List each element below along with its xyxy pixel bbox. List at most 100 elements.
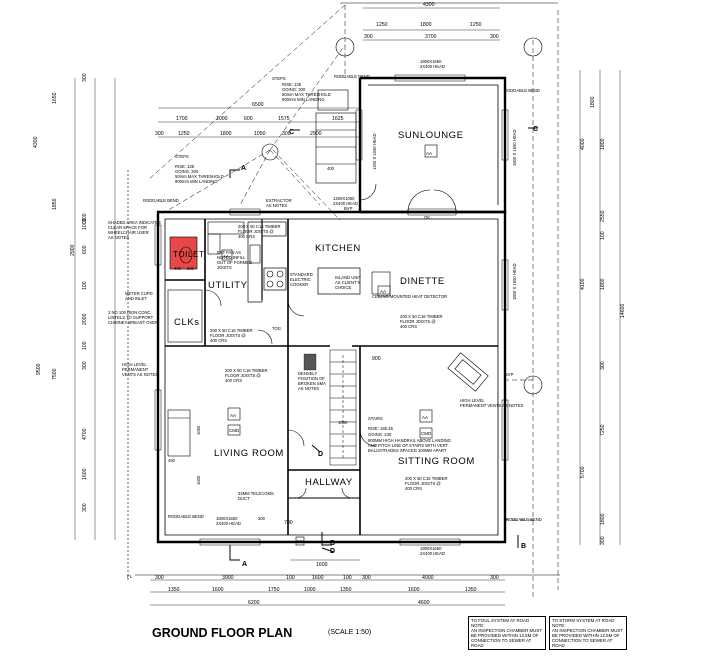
- dim-top-e: 3700: [425, 34, 437, 40]
- note-line: AN INSPECTION CHAMBER MUST: [471, 628, 542, 633]
- dim-left-p: 1600: [82, 468, 88, 480]
- dim-right-b: 4000: [580, 138, 586, 150]
- label-joists-3: 400 CRS: [400, 324, 417, 329]
- dim-left-h: 2900: [70, 244, 76, 256]
- dim-top-j: 1575: [278, 116, 290, 122]
- dim-left-k: 100: [82, 341, 88, 350]
- label-density: BROKEN SMA: [298, 381, 326, 386]
- label-door-head-1: 2X400 HEAD: [420, 64, 445, 69]
- dim-right-h: 14600: [620, 303, 626, 318]
- note-line: NOTE:: [471, 623, 485, 628]
- label-steps-1: STEPS: [272, 76, 286, 81]
- marker-cmd-sitting: CMD: [421, 431, 432, 436]
- dim-right-d: 2550: [600, 210, 606, 222]
- dim-top-650: 6500: [252, 102, 264, 108]
- label-meter: METER CUPD: [125, 291, 153, 296]
- label-shaded: CLEAR SPACE FOR: [108, 225, 147, 230]
- section-a-bottom-marker: A: [242, 561, 247, 568]
- dim-left-g: 600: [82, 245, 88, 254]
- room-dinette: DINETTE: [400, 276, 445, 287]
- label-bvp: BVP: [344, 206, 353, 211]
- note-line: AN INSPECTION CHAMBER MUST: [552, 628, 623, 633]
- dim-bottom-d: 1600: [312, 575, 324, 581]
- dim-top-h: 1000: [216, 116, 228, 122]
- label-1600: 1600: [196, 475, 201, 485]
- dim-top-k: 1625: [332, 116, 344, 122]
- room-hallway: HALLWAY: [305, 477, 353, 488]
- label-joists-5: FLOOR JOISTS @: [238, 229, 274, 234]
- label-density: AS NOTES: [298, 386, 319, 391]
- label-rodding-2: RODDABLE BEND: [504, 88, 540, 93]
- room-sitting-room: SITTING ROOM: [398, 456, 475, 467]
- dim-bottom-m: 1350: [340, 587, 352, 593]
- label-vents-1: PERMANENT: [122, 367, 149, 372]
- marker-cmd-living: CMD: [229, 428, 240, 433]
- dim-bottom-q: 4600: [418, 600, 430, 606]
- dim-top-o: 1050: [254, 131, 266, 137]
- label-stairs: AND PITCH LINE OF STAIRS WITH VERT: [368, 443, 449, 448]
- note-line: NOTE:: [552, 623, 566, 628]
- dim-left-j: 2000: [82, 313, 88, 325]
- dim-left-f: 1850: [52, 198, 58, 210]
- room-utility: UTILITY: [208, 280, 248, 291]
- label-w3: 1800 X 1650 HEAD: [512, 263, 517, 300]
- label-vents-2: HIGH LEVEL: [460, 398, 485, 403]
- scale-label: (SCALE 1:50): [328, 629, 372, 636]
- label-joists-1: FLOOR JOISTS @: [210, 333, 246, 338]
- label-vents-2: PERMANENT VENTS AS NOTES: [460, 403, 524, 408]
- label-joists-3: 200 X 50 C16 TIMBER: [400, 314, 443, 319]
- label-1000: 1000: [338, 420, 348, 425]
- dim-right-f: 4100: [580, 278, 586, 290]
- dim-bottom-c: 100: [286, 575, 295, 581]
- label-w1: 1200 X 1050 HEAD: [372, 133, 377, 170]
- note-line: BE PROVIDED WITHIN 12.5M OF: [552, 633, 620, 638]
- dim-top-g: 1700: [176, 116, 188, 122]
- marker-mh-hall: MH: [297, 539, 304, 544]
- label-ok: OK: [424, 215, 430, 220]
- label-steps-2-line: 900mm MIN LANDING: [175, 179, 218, 184]
- label-steps-2-line: RISE: 135: [175, 164, 195, 169]
- dim-bottom-g: 4000: [422, 575, 434, 581]
- label-vents-1: HIGH LEVEL: [122, 362, 147, 367]
- label-rodding-1: RODDABLE BEND: [334, 74, 370, 79]
- dim-bottom-i: 1350: [168, 587, 180, 593]
- label-rodding-4: RODDABLE BEND: [168, 514, 204, 519]
- dim-top-p: 300: [282, 131, 291, 137]
- label-tog: TOG: [272, 326, 281, 331]
- label-stairs: BALUSTRADES SPACED 100MM APART: [368, 448, 447, 453]
- room-sunlounge: SUNLOUNGE: [398, 130, 464, 141]
- dim-bottom-k: 1750: [268, 587, 280, 593]
- dim-bottom-e: 100: [343, 575, 352, 581]
- label-density: POSITION OF: [298, 376, 325, 381]
- dim-left-m: 300: [82, 361, 88, 370]
- label-island: ISLAND UNIT: [335, 275, 362, 280]
- label-lintel: 2 NO 100 REIN CONC: [108, 310, 151, 315]
- dim-left-e: 300: [82, 213, 88, 222]
- section-b-top-marker: B: [330, 540, 335, 547]
- dim-right-e: 100: [600, 231, 606, 240]
- dim-top-c: 1250: [470, 22, 482, 28]
- label-joists-4: 200 X 50 C16 TIMBER: [405, 476, 448, 481]
- label-extractor: EXTRACTOR: [266, 198, 292, 203]
- room-toilet: TOILET: [173, 250, 204, 259]
- dim-top-b: 1800: [420, 22, 432, 28]
- label-door-head-4: 2X400 HEAD: [333, 201, 358, 206]
- dim-right-a: 1800: [590, 96, 596, 108]
- label-joists-2: FLOOR JOISTS @: [225, 373, 261, 378]
- dim-right-g: 1800: [600, 278, 606, 290]
- dim-right-m: 300: [600, 536, 606, 545]
- label-cooker: ELECTRIC: [290, 277, 311, 282]
- label-wc-note: JOISTS: [217, 265, 232, 270]
- label-steps-2: STEPS: [175, 154, 189, 159]
- dim-left-b: 4300: [33, 136, 39, 148]
- dim-bottom-p: 6200: [248, 600, 260, 606]
- marker-aa-sunlounge: AA: [426, 151, 432, 156]
- label-1050: 1050: [196, 425, 201, 435]
- label-door-head-2: 2X400 HEAD: [420, 551, 445, 556]
- label-wc-note: NOTED INFILL: [217, 255, 246, 260]
- marker-aa-living: AA: [230, 413, 236, 418]
- dim-right-i: 5700: [580, 466, 586, 478]
- label-telecom: DUCT: [238, 496, 250, 501]
- dim-left-d: 1000: [82, 218, 88, 230]
